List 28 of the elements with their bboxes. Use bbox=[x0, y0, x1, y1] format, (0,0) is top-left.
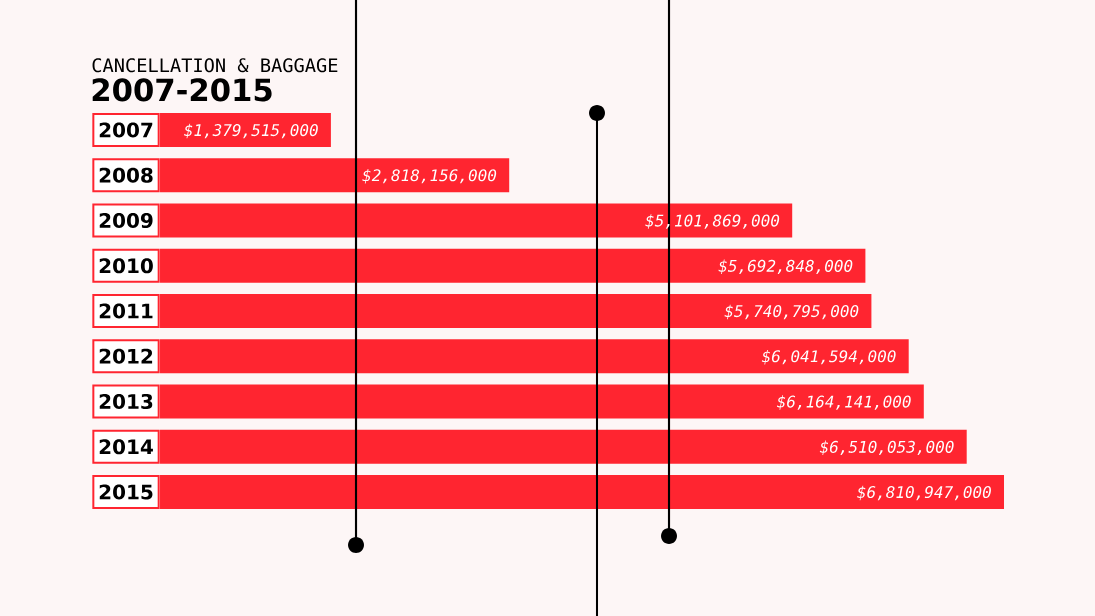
value-label: $6,810,947,000 bbox=[857, 485, 991, 501]
category-label: 2009 bbox=[92, 203, 160, 238]
y-tick-label: 2012 bbox=[99, 348, 153, 364]
category-label: 2014 bbox=[92, 429, 160, 464]
category-label: 2012 bbox=[92, 339, 160, 374]
category-label: 2011 bbox=[92, 294, 160, 328]
value-label: $2,818,156,000 bbox=[362, 168, 497, 184]
category-label: 2013 bbox=[92, 384, 160, 419]
value-label: $5,740,795,000 bbox=[724, 304, 859, 320]
category-label: 2008 bbox=[92, 158, 160, 193]
y-tick-label: 2008 bbox=[99, 167, 153, 183]
y-tick-label: 2015 bbox=[99, 484, 153, 500]
y-tick-label: 2007 bbox=[99, 122, 153, 138]
category-label: 2015 bbox=[92, 475, 160, 509]
y-tick-label: 2009 bbox=[99, 212, 153, 229]
value-label: $6,041,594,000 bbox=[761, 349, 896, 365]
value-label: $6,164,141,000 bbox=[776, 395, 911, 410]
y-tick-label: 2013 bbox=[99, 393, 153, 410]
category-label: 2007 bbox=[92, 113, 160, 147]
value-label: $5,692,848,000 bbox=[718, 259, 853, 275]
y-tick-label: 2010 bbox=[99, 258, 153, 274]
chart-subtitle: 2007-2015 bbox=[92, 78, 272, 102]
y-tick-label: 2011 bbox=[99, 303, 153, 319]
value-label: $6,510,053,000 bbox=[819, 440, 954, 456]
category-label: 2010 bbox=[92, 248, 160, 283]
chart-title: CANCELLATION & BAGGAGE bbox=[92, 58, 338, 73]
y-tick-label: 2014 bbox=[99, 439, 153, 455]
value-label: $1,379,515,000 bbox=[184, 123, 318, 139]
